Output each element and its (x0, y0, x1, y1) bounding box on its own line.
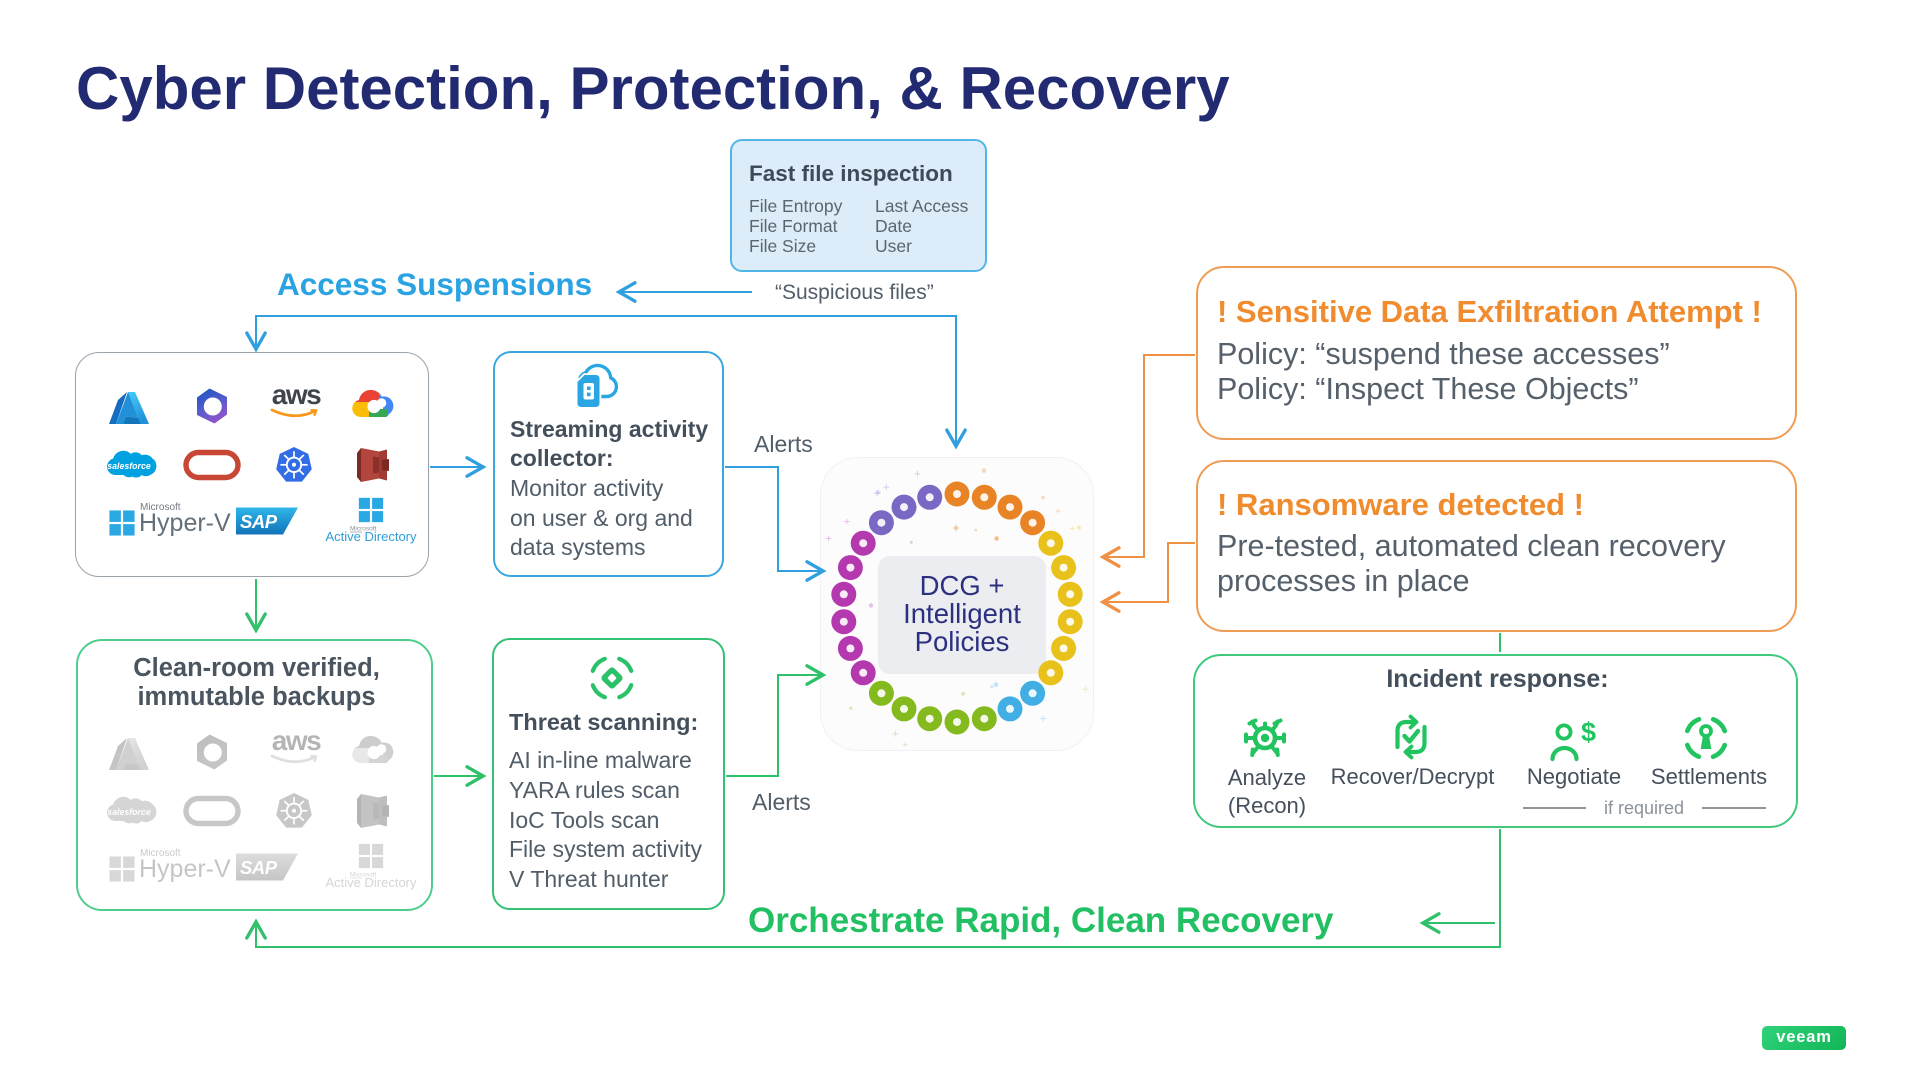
svg-text:Active Directory: Active Directory (325, 875, 417, 890)
svg-text:Microsoft: Microsoft (350, 526, 377, 533)
svg-text:$: $ (1581, 717, 1596, 747)
svg-text:Hyper-V: Hyper-V (139, 855, 231, 883)
svg-text:Microsoft: Microsoft (140, 502, 181, 513)
svg-text:Active Directory: Active Directory (325, 529, 417, 544)
svg-text:aws: aws (272, 725, 321, 756)
svg-text:Microsoft: Microsoft (350, 872, 377, 879)
svg-text:salesforce: salesforce (107, 807, 151, 817)
svg-text:SAP: SAP (240, 511, 278, 532)
svg-text:SAP: SAP (240, 857, 278, 878)
svg-text:Hyper-V: Hyper-V (139, 509, 231, 537)
svg-text:salesforce: salesforce (107, 461, 151, 471)
svg-text:Microsoft: Microsoft (140, 848, 181, 859)
